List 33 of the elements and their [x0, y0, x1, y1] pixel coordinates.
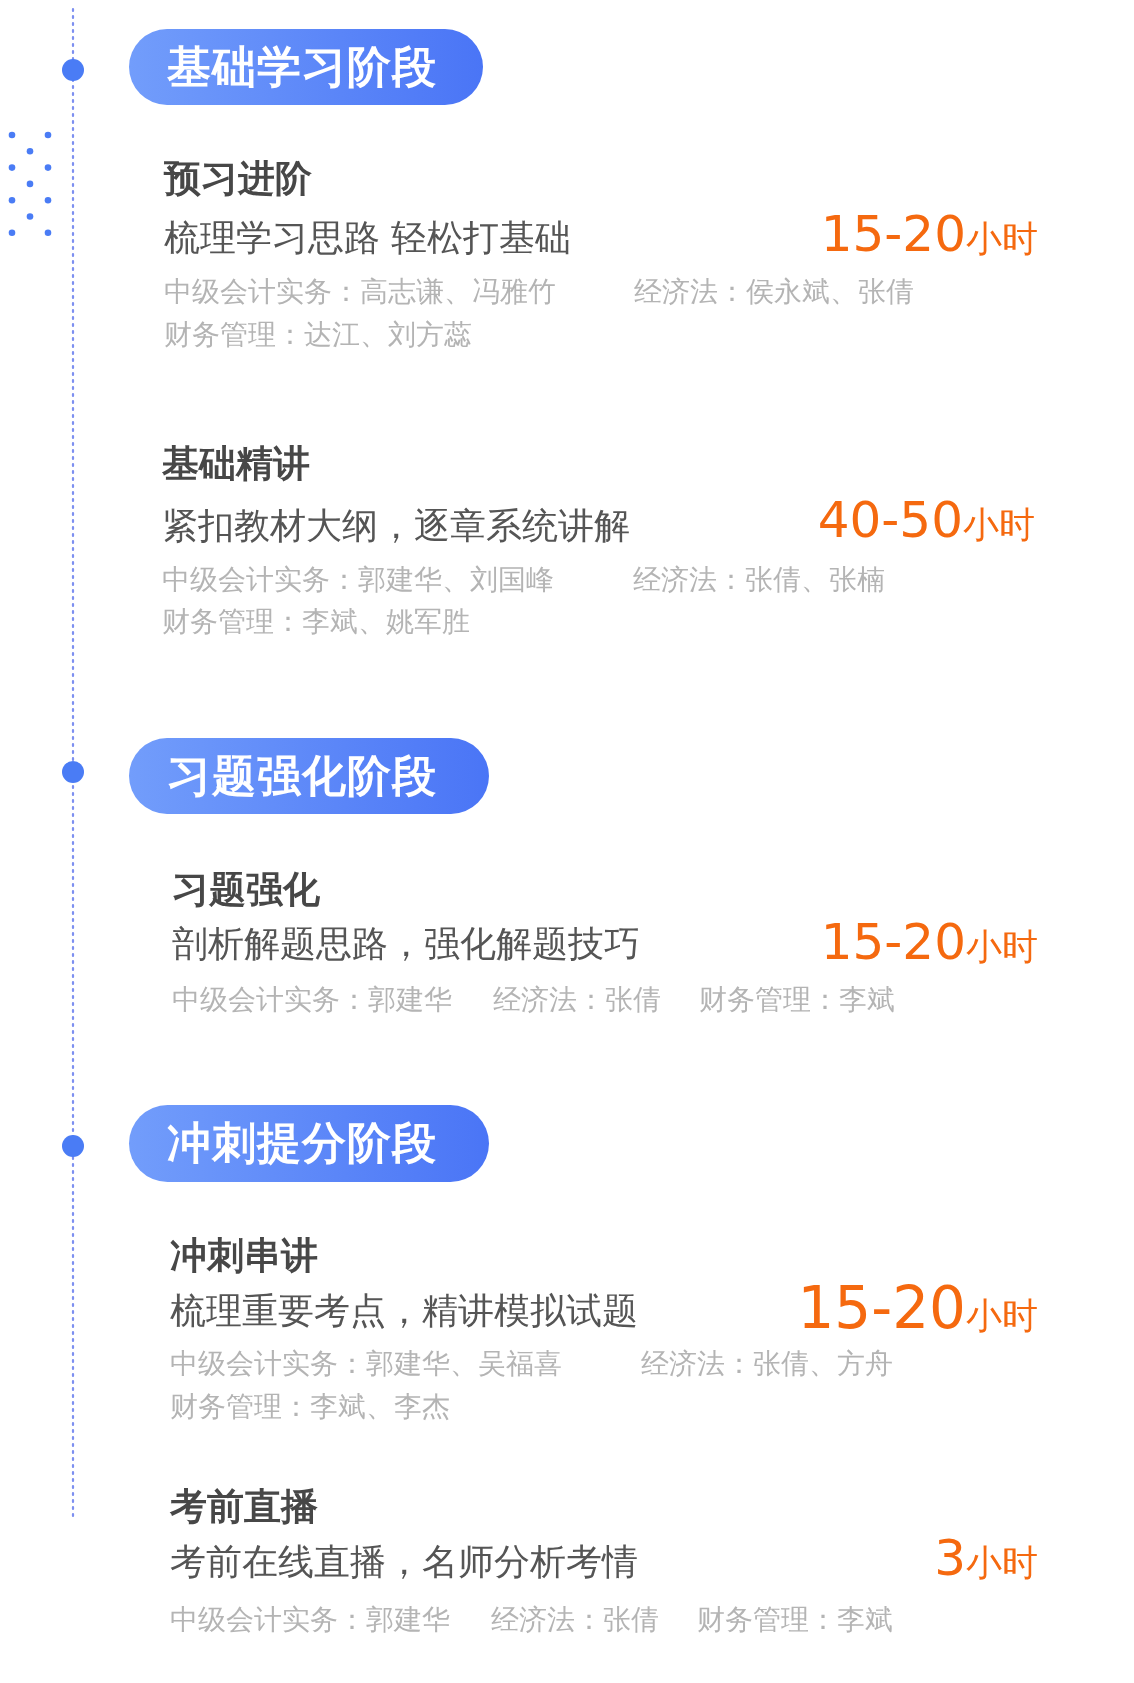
- course-title: 预习进阶: [164, 160, 312, 197]
- teacher-list: 财务管理：李斌: [697, 1606, 893, 1634]
- course-description: 梳理学习思路 轻松打基础: [164, 220, 572, 256]
- teacher-list: 中级会计实务：高志谦、冯雅竹: [164, 278, 556, 306]
- teacher-list: 经济法：张倩、张楠: [633, 566, 885, 594]
- teacher-list: 中级会计实务：郭建华、刘国峰: [162, 566, 554, 594]
- course-title: 冲刺串讲: [170, 1237, 318, 1274]
- teacher-list: 财务管理：达江、刘方蕊: [164, 321, 472, 349]
- teacher-list: 中级会计实务：郭建华: [172, 986, 452, 1014]
- course-description: 紧扣教材大纲，逐章系统讲解: [162, 508, 630, 544]
- teacher-list: 经济法：张倩: [491, 1606, 659, 1634]
- teacher-list: 中级会计实务：郭建华: [170, 1606, 450, 1634]
- teacher-list: 中级会计实务：郭建华、吴福喜: [170, 1350, 562, 1378]
- stage-banner: 习题强化阶段: [129, 738, 489, 814]
- duration-text: 15-20小时: [797, 1279, 1038, 1337]
- course-description: 考前在线直播，名师分析考情: [170, 1544, 638, 1580]
- teacher-list: 财务管理：李斌: [699, 986, 895, 1014]
- teacher-list: 财务管理：李斌、姚军胜: [162, 608, 470, 636]
- course-description: 梳理重要考点，精讲模拟试题: [170, 1293, 638, 1329]
- teacher-list: 经济法：张倩: [493, 986, 661, 1014]
- teacher-list: 财务管理：李斌、李杰: [170, 1393, 450, 1421]
- course-title: 习题强化: [172, 871, 320, 908]
- duration-text: 3小时: [934, 1533, 1038, 1583]
- course-title: 考前直播: [170, 1488, 318, 1525]
- stage-banner: 基础学习阶段: [129, 29, 483, 105]
- teacher-list: 经济法：张倩、方舟: [641, 1350, 893, 1378]
- duration-text: 15-20小时: [820, 209, 1038, 259]
- duration-text: 15-20小时: [820, 917, 1038, 967]
- teacher-list: 经济法：侯永斌、张倩: [634, 278, 914, 306]
- course-title: 基础精讲: [162, 445, 310, 482]
- course-description: 剖析解题思路，强化解题技巧: [172, 926, 640, 962]
- duration-text: 40-50小时: [817, 495, 1035, 545]
- stage-banner: 冲刺提分阶段: [129, 1105, 489, 1182]
